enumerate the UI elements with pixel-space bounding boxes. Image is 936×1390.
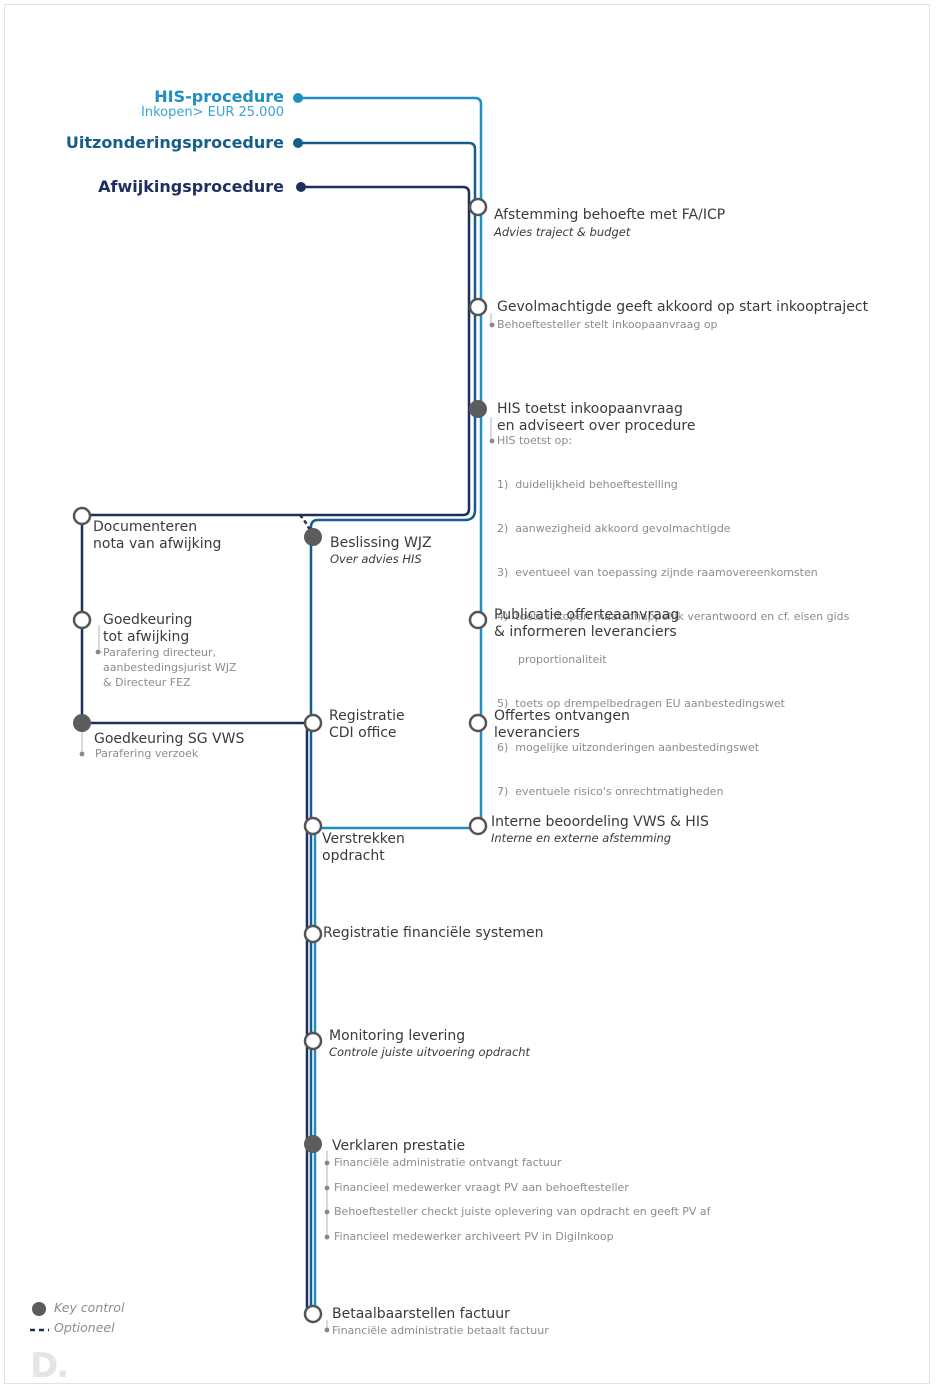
his-toetst-item: 6) mogelijke uitzonderingen aanbesteding… (497, 740, 760, 754)
sub-connectors (81, 313, 494, 1330)
legend-key-control-icon (32, 1302, 46, 1316)
verklaren-sub-3: Behoeftesteller checkt juiste oplevering… (334, 1205, 711, 1218)
his-toetst-intro: HIS toetst op: (497, 434, 573, 447)
node-afstemming (468, 197, 488, 217)
verstrekken-title-2: opdracht (322, 848, 385, 864)
node-documenteren (72, 506, 92, 526)
registratie-cdi-title-2: CDI office (329, 725, 397, 741)
goedkeuring-sg-title: Goedkeuring SG VWS (94, 731, 245, 747)
optional-dashed-line (299, 514, 313, 533)
node-offertes (468, 713, 488, 733)
betaalbaar-sub: Financiële administratie betaalt factuur (332, 1324, 549, 1337)
node-monitoring (303, 1031, 323, 1051)
his-toetst-list: 1) duidelijkheid behoeftestelling 2) aan… (497, 449, 849, 814)
offertes-title-2: leveranciers (494, 725, 580, 741)
his-toetst-item: 5) toets op drempelbedragen EU aanbested… (497, 697, 785, 711)
node-interne-beoordeling (468, 816, 488, 836)
uitzondering-procedure-title: Uitzonderingsprocedure (65, 133, 284, 152)
afwijking-procedure-title: Afwijkingsprocedure (98, 177, 284, 196)
logo: D. (30, 1346, 69, 1386)
afstemming-title: Afstemming behoefte met FA/ICP (494, 207, 726, 223)
verklaren-sub-4: Financieel medewerker archiveert PV in D… (334, 1230, 614, 1243)
verklaren-sub-2: Financieel medewerker vraagt PV aan beho… (334, 1181, 629, 1194)
goedkeuring-afwijking-title-1: Goedkeuring (103, 612, 193, 628)
his-procedure-title: HIS-procedure (154, 87, 284, 106)
node-registratie-cdi (303, 713, 323, 733)
beslissing-note: Over advies HIS (330, 552, 422, 566)
interne-beoordeling-title: Interne beoordeling VWS & HIS (491, 814, 709, 830)
documenteren-title-2: nota van afwijking (93, 536, 222, 552)
monitoring-title: Monitoring levering (329, 1028, 466, 1044)
verklaren-title: Verklaren prestatie (332, 1138, 466, 1154)
goedkeuring-afwijking-title-2: tot afwijking (103, 629, 190, 645)
gevolmachtigde-title: Gevolmachtigde geeft akkoord op start in… (497, 299, 869, 315)
his-toetst-item: 3) eventueel van toepassing zijnde raamo… (497, 565, 818, 579)
node-publicatie (468, 610, 488, 630)
node-registratie-fin (303, 924, 323, 944)
documenteren-title-1: Documenteren (93, 519, 198, 535)
uitzondering-start-dot (293, 138, 303, 148)
afwijking-start-dot (296, 182, 306, 192)
node-verklaren-key-control (304, 1135, 322, 1153)
gevolmachtigde-sub: Behoeftesteller stelt inkoopaanvraag op (497, 318, 718, 331)
legend-optioneel-label: Optioneel (54, 1320, 115, 1335)
node-betaalbaar (303, 1304, 323, 1324)
goedkeuring-sg-sub: Parafering verzoek (95, 747, 199, 760)
his-start-dot (293, 93, 303, 103)
verstrekken-title-1: Verstrekken (322, 831, 405, 847)
his-toetst-title-2: en adviseert over procedure (497, 418, 696, 434)
his-toetst-item: 4) toets inkopen maatschappelijk verantw… (497, 609, 850, 623)
node-verstrekken (303, 816, 323, 836)
node-his-toetst-key-control (469, 400, 487, 418)
his-procedure-subtitle: Inkopen> EUR 25.000 (141, 105, 284, 120)
his-toetst-item: 1) duidelijkheid behoeftestelling (497, 478, 678, 492)
monitoring-note: Controle juiste uitvoering opdracht (329, 1045, 531, 1059)
publicatie-title-1: Publicatie offerteaanvraag (494, 607, 680, 623)
goedkeuring-afwijking-sub-2: aanbestedingsjurist WJZ (103, 661, 237, 674)
sub-bullets (79, 322, 495, 1333)
uitzondering-line (298, 141, 477, 1316)
his-toetst-item: 7) eventuele risico's onrechtmatigheden (497, 784, 724, 798)
node-goedkeuring-sg-key-control (73, 714, 91, 732)
interne-beoordeling-note: Interne en externe afstemming (491, 831, 672, 845)
node-goedkeuring-afwijking (72, 610, 92, 630)
beslissing-title: Beslissing WJZ (330, 535, 432, 551)
goedkeuring-afwijking-sub-1: Parafering directeur, (103, 646, 217, 659)
his-toetst-item: proportionaliteit (497, 653, 607, 667)
his-toetst-item: 2) aanwezigheid akkoord gevolmachtigde (497, 521, 731, 535)
publicatie-title-2: & informeren leveranciers (494, 624, 677, 640)
goedkeuring-afwijking-sub-3: & Directeur FEZ (103, 676, 191, 689)
his-toetst-title-1: HIS toetst inkoopaanvraag (497, 401, 683, 417)
offertes-title-1: Offertes ontvangen (494, 708, 630, 724)
diagram-frame (4, 4, 930, 1384)
registratie-cdi-title-1: Registratie (329, 708, 405, 724)
node-beslissing-key-control (304, 528, 322, 546)
betaalbaar-title: Betaalbaarstellen factuur (332, 1306, 510, 1322)
afstemming-note: Advies traject & budget (494, 225, 631, 239)
registratie-fin-title: Registratie financiële systemen (323, 925, 544, 941)
legend-key-control-label: Key control (54, 1300, 125, 1315)
nodes (72, 197, 488, 1324)
node-gevolmachtigde (468, 297, 488, 317)
verklaren-sub-1: Financiële administratie ontvangt factuu… (334, 1156, 562, 1169)
